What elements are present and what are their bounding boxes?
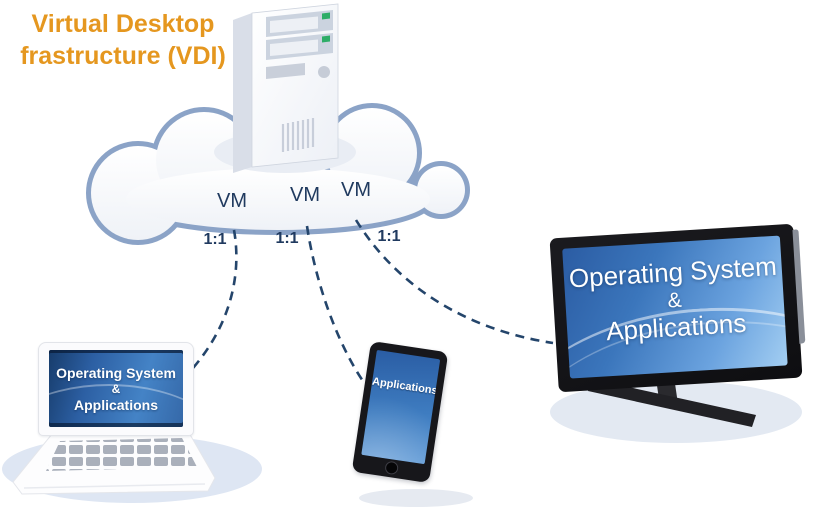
connector-tv xyxy=(354,219,554,345)
tv-screen: Operating System & Applications xyxy=(562,235,788,379)
vm-label-3: VM xyxy=(341,179,371,201)
server-led-1 xyxy=(322,12,330,20)
laptop-screen-line-3: Applications xyxy=(73,396,158,413)
laptop-screen: Operating System & Applications xyxy=(49,350,183,427)
laptop-keyboard xyxy=(46,438,197,471)
tv-screen-line-2: & xyxy=(666,288,683,313)
laptop-screen-text: Operating System & Applications xyxy=(49,350,183,427)
title-line-1: Virtual Desktop xyxy=(31,10,215,38)
vm-label-2: VM xyxy=(290,184,320,206)
tv-shadow xyxy=(550,381,802,443)
vm-connectors xyxy=(192,219,554,397)
tablet-screen: Applications xyxy=(361,349,441,465)
tv-screen-line-3: Applications xyxy=(605,307,748,347)
tv-icon: Operating System & Applications xyxy=(549,223,803,393)
diagram-title: Virtual Desktop frastructure (VDI) xyxy=(0,9,246,72)
server-icon xyxy=(233,3,339,173)
ratio-label-2: 1:1 xyxy=(275,230,299,247)
title-line-2: frastructure (VDI) xyxy=(20,41,226,70)
tablet-screen-label: Applications xyxy=(371,375,439,398)
server-led-2 xyxy=(322,35,330,43)
tablet-shadow xyxy=(359,489,473,507)
tablet-home-button xyxy=(384,460,400,476)
connector-tablet xyxy=(305,225,376,397)
ratio-label-3: 1:1 xyxy=(377,228,401,245)
laptop-screen-line-2: & xyxy=(111,381,121,396)
tv-screen-text: Operating System & Applications xyxy=(562,236,788,379)
laptop-base xyxy=(12,430,216,495)
ratio-label-1: 1:1 xyxy=(203,231,227,248)
connector-laptop xyxy=(192,229,238,369)
server-power-button xyxy=(318,66,330,78)
vm-label-1: VM xyxy=(217,190,247,212)
laptop-screen-line-1: Operating System xyxy=(56,364,176,381)
laptop-icon: Operating System & Applications xyxy=(38,342,194,436)
